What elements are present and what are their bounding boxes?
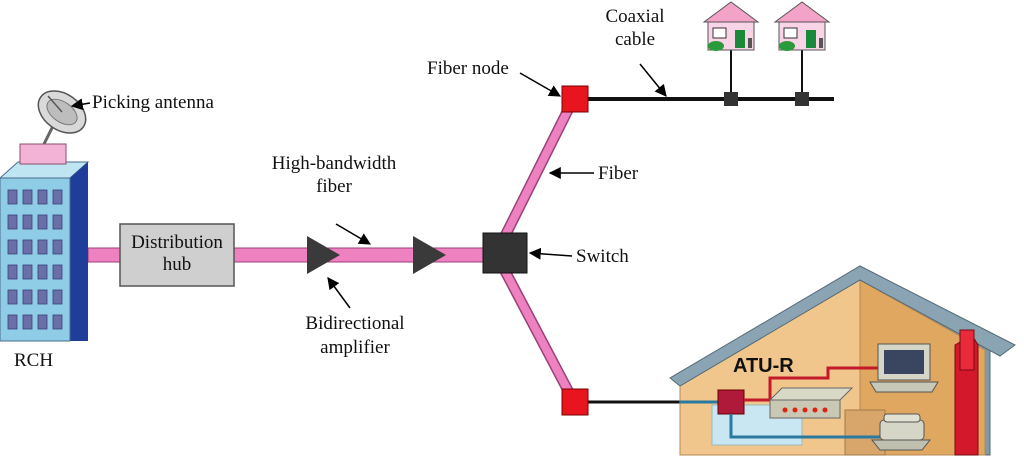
arrow-fiber-node [519,72,562,97]
arrow-switch [528,247,573,260]
label-coaxial-line1: Coaxial [605,6,665,27]
switch-box [482,232,528,274]
label-fiber-node: Fiber node [427,58,509,79]
label-coaxial-line2: cable [614,29,656,50]
label-rch: RCH [14,350,54,371]
rch-building [0,161,90,342]
customer-house [669,265,1016,456]
cable-to-computer [744,366,880,402]
bidirectional-amplifier-1 [307,236,340,274]
telephone-icon [870,413,932,451]
fiber-branch-lower [500,268,578,403]
coax-tap-2 [795,92,809,106]
label-bidirectional-line1: Bidirectional [305,313,405,334]
arrow-bidirectional-amplifier [327,277,351,309]
label-high-bandwidth-line2: fiber [316,176,352,197]
label-distribution-hub-line2: hub [162,254,192,275]
cable-to-phone [729,414,880,439]
atu-r-splitter [717,389,745,415]
arrow-coaxial-cable [639,63,667,97]
arrow-high-bandwidth-fiber [335,223,372,245]
distribution-hub-box [119,223,235,287]
fiber-node-upper [561,85,589,113]
fiber-branch-upper [500,97,578,239]
small-house-1 [702,1,760,51]
atu-r-modem [768,387,854,419]
label-atu-r: ATU-R [733,355,794,377]
small-house-2 [773,1,831,51]
computer-icon [869,343,939,393]
label-distribution-hub-line1: Distribution [131,232,223,253]
picking-antenna-dish [19,90,87,165]
label-high-bandwidth-line1: High-bandwidth [271,153,397,174]
label-picking-antenna: Picking antenna [92,92,214,113]
arrow-picking-antenna [70,98,91,111]
label-bidirectional-line2: amplifier [320,337,390,358]
fiber-node-lower [561,388,589,416]
label-fiber: Fiber [598,163,639,184]
bidirectional-amplifier-2 [413,236,446,274]
label-switch: Switch [576,246,629,267]
coax-tap-1 [724,92,738,106]
